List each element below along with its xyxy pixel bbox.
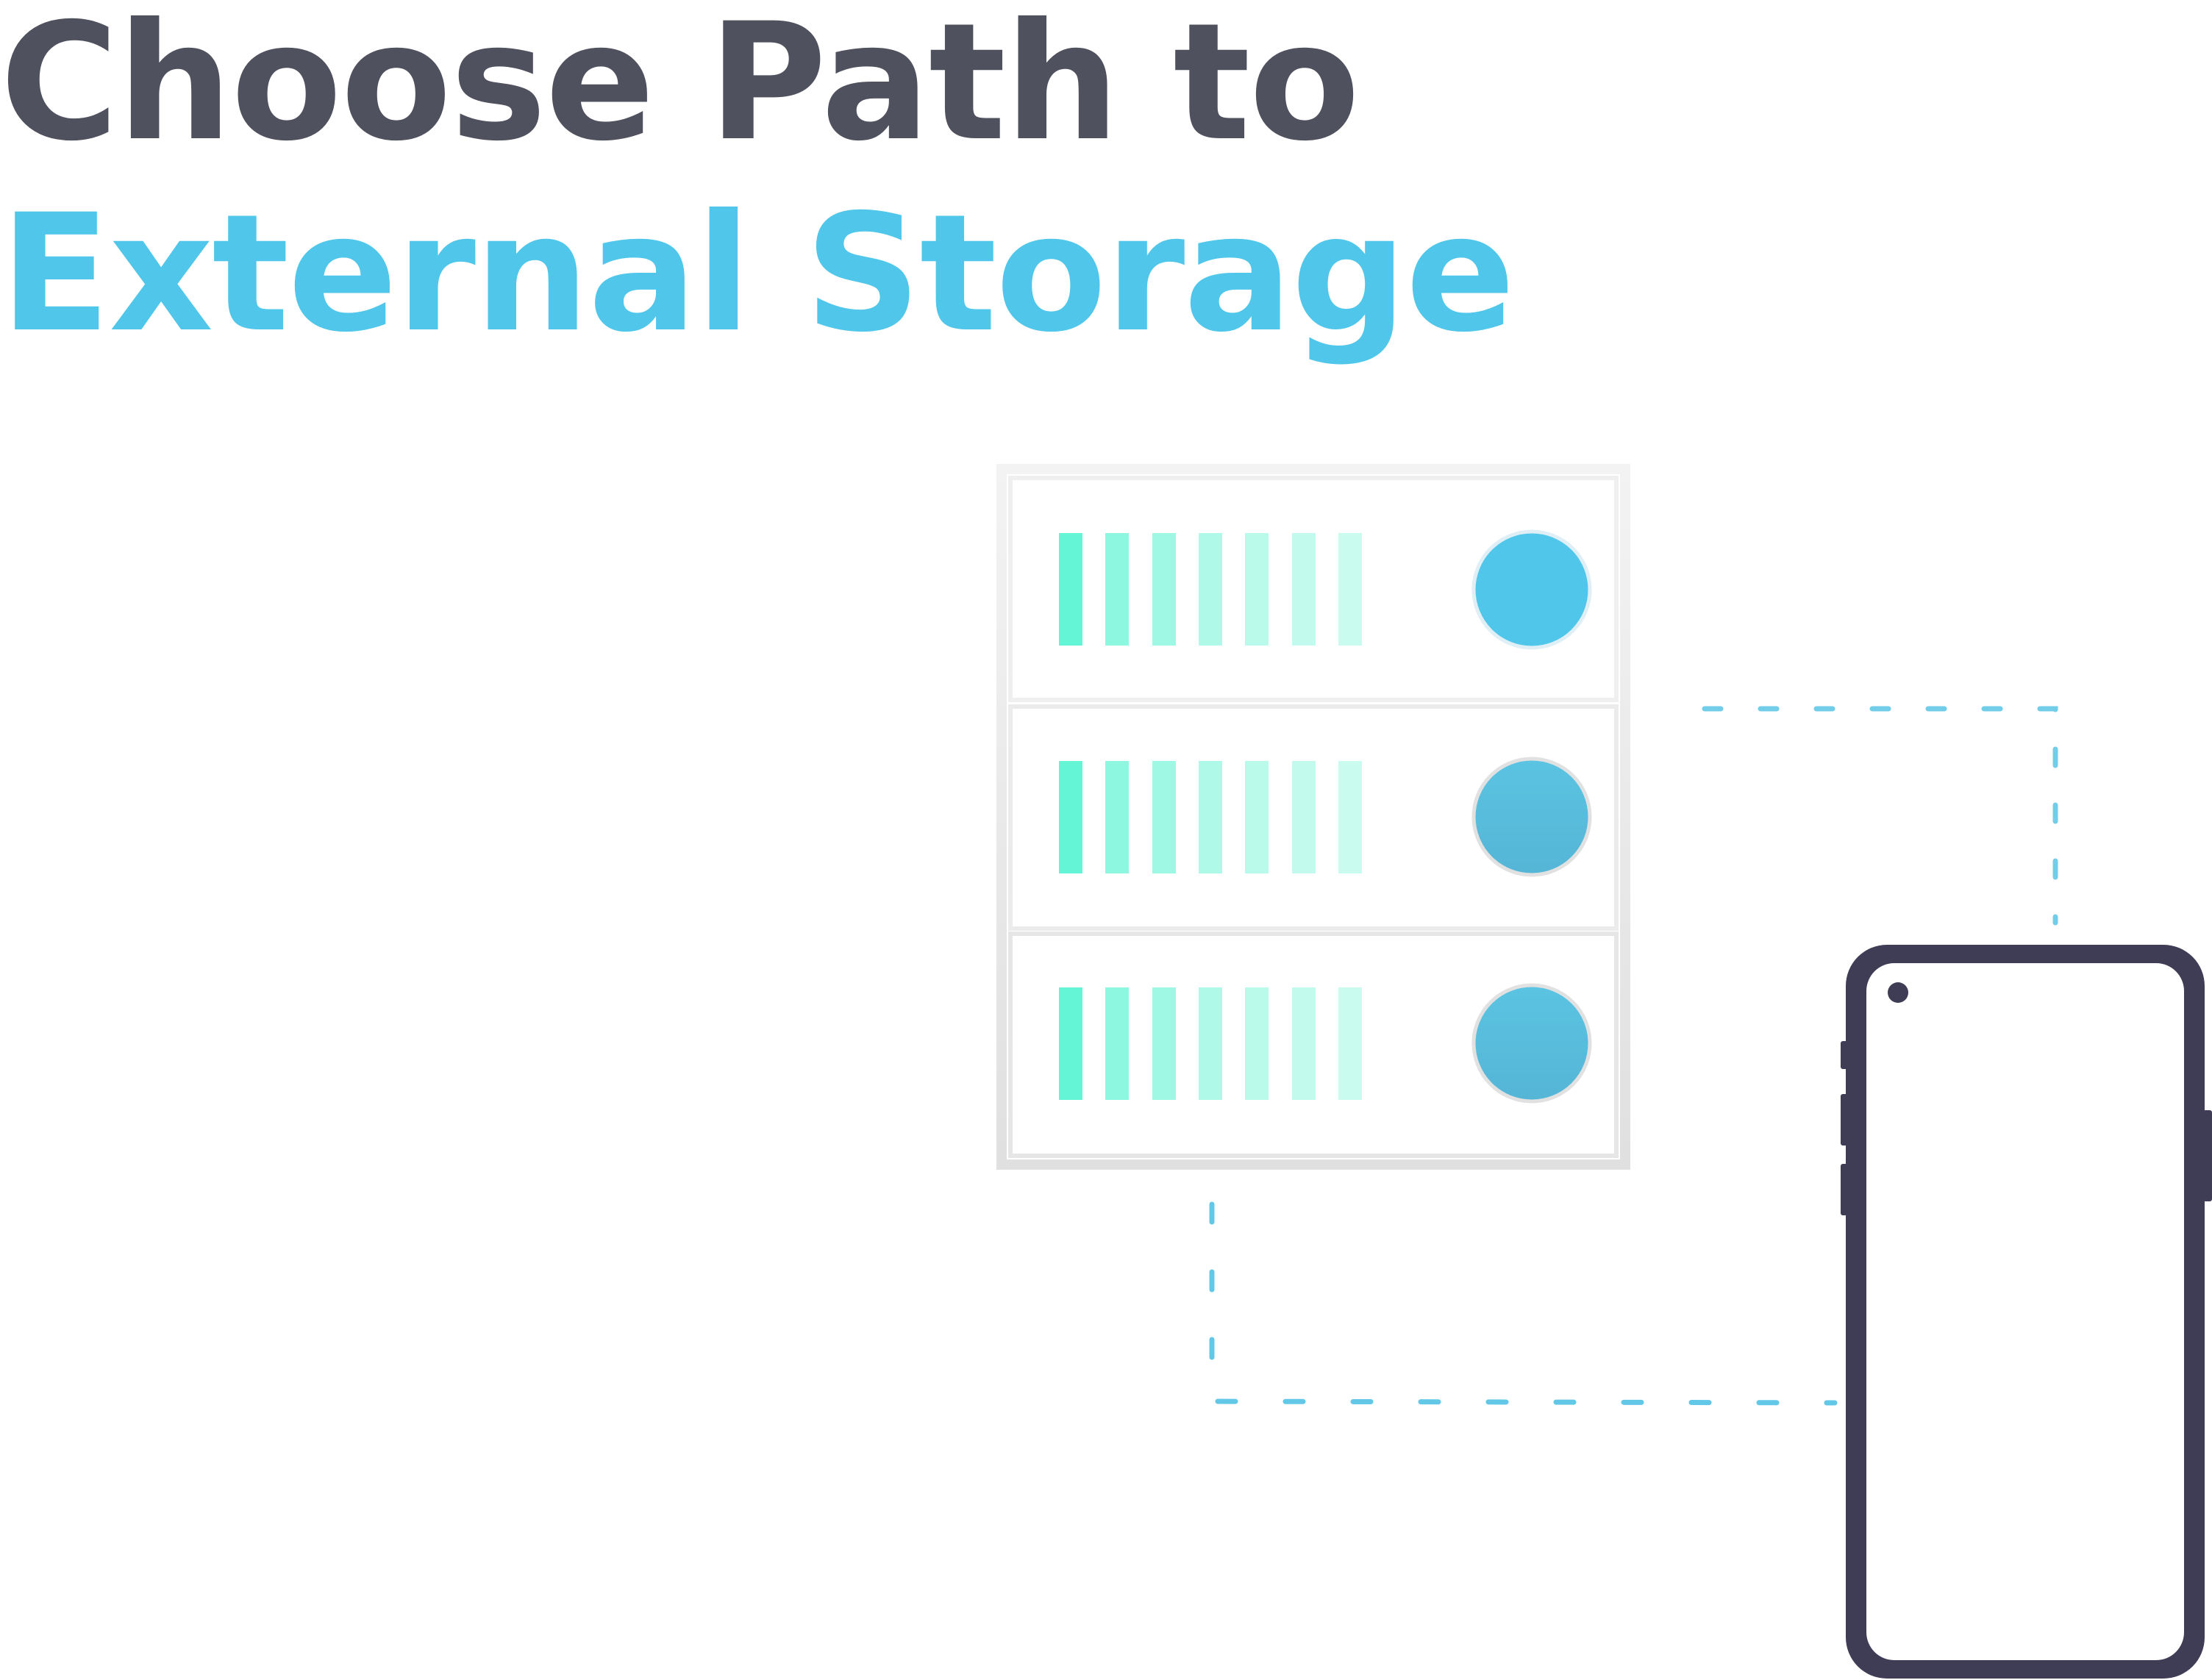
drive-bars	[1059, 761, 1362, 873]
status-indicator	[1471, 983, 1592, 1104]
drive-bars	[1059, 533, 1362, 646]
server-unit-3	[1008, 932, 1619, 1158]
title-line-2: External Storage	[0, 179, 1516, 368]
phone-screen	[1866, 963, 2184, 1660]
title-line-1: Choose Path to	[0, 0, 1360, 176]
drive-bars	[1059, 987, 1362, 1100]
phone-camera	[1888, 982, 1908, 1003]
smartphone-icon	[1841, 945, 2212, 1679]
server-rack-icon	[996, 464, 1630, 1170]
server-unit-1	[1008, 476, 1619, 702]
dashed-connector-bottom	[1209, 1201, 1838, 1406]
phone-power-button	[2203, 1110, 2212, 1201]
status-indicator	[1471, 529, 1592, 650]
status-indicator	[1471, 757, 1592, 877]
server-unit-2	[1008, 704, 1619, 931]
dashed-connector-top	[1702, 706, 2058, 926]
